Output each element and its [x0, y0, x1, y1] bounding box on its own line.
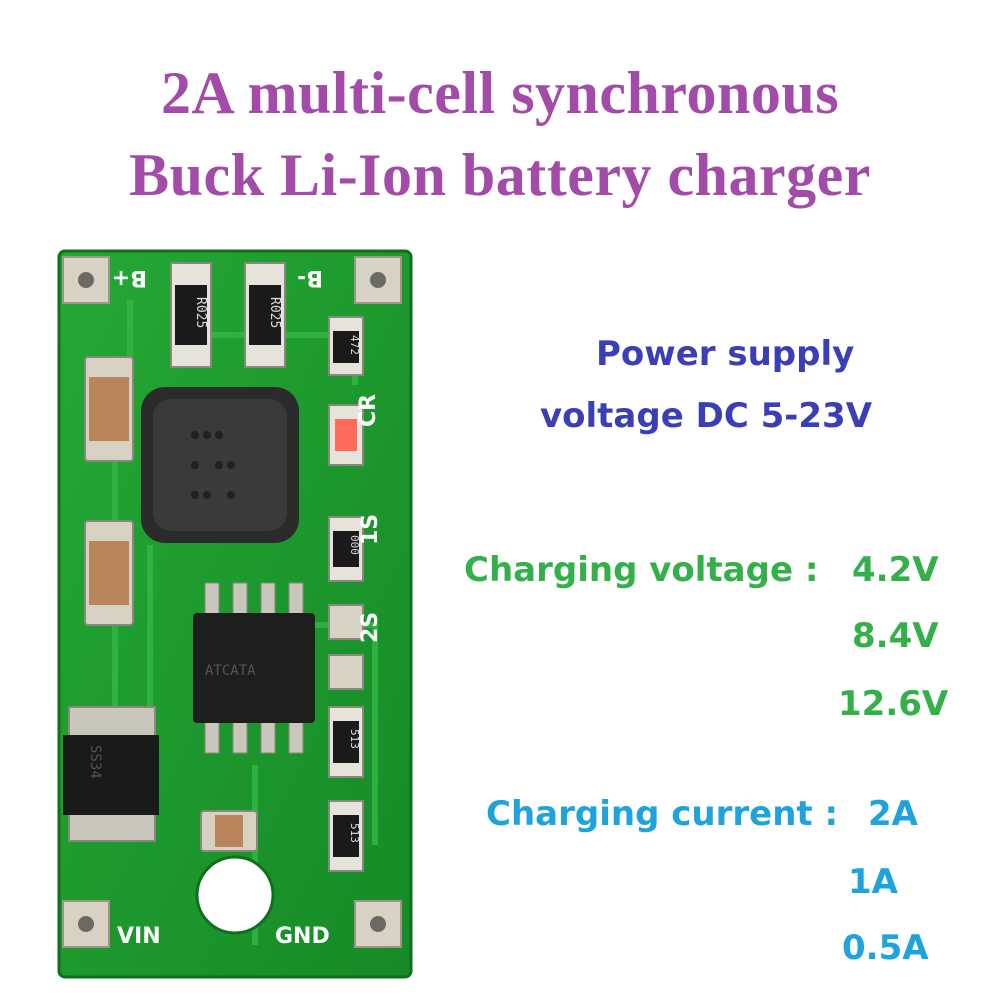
voltage-value-3: 12.6V	[838, 684, 949, 724]
resistor-513-a: 513	[328, 706, 364, 778]
resistor-r025-b: R025	[244, 262, 286, 368]
svg-text:513: 513	[348, 729, 361, 749]
svg-text:R025: R025	[267, 297, 282, 328]
diode-marking: SS34	[87, 745, 103, 779]
ic-marking: ATCATA	[205, 663, 256, 679]
resistor-r025-a: R025	[170, 262, 212, 368]
led-indicator	[328, 404, 364, 466]
pin-label-gnd: GND	[275, 924, 330, 949]
capacitor-middle	[84, 520, 134, 626]
controller-ic: ATCATA	[193, 582, 315, 754]
current-value-1: 2A	[868, 794, 918, 834]
mounting-hole	[195, 855, 275, 935]
label-cr: CR	[356, 394, 381, 427]
voltage-label: Charging voltage :	[464, 550, 819, 590]
supply-line-1: Power supply	[596, 334, 855, 374]
svg-text:513: 513	[348, 823, 361, 843]
svg-text:R025: R025	[193, 297, 208, 328]
pin-label-vin: VIN	[117, 924, 161, 949]
pin-label-b-plus: B+	[112, 265, 147, 290]
corner-pads	[62, 256, 402, 948]
label-1s: 1S	[358, 514, 383, 545]
resistor-513-b: 513	[328, 800, 364, 872]
schottky-diode: SS34	[63, 706, 159, 842]
current-label: Charging current :	[486, 794, 839, 834]
pin-label-b-minus: B-	[297, 265, 323, 290]
charger-board-photo: B+ B- VIN GND R025 R025 472 CR 000 1S 2S…	[57, 249, 413, 979]
svg-text:000: 000	[348, 535, 361, 555]
current-value-2: 1A	[848, 862, 898, 902]
title-line-1: 2A multi-cell synchronous	[160, 60, 840, 126]
supply-line-2: voltage DC 5-23V	[540, 396, 873, 436]
capacitor-bottom	[200, 810, 258, 852]
svg-text:472: 472	[348, 335, 361, 355]
capacitor-top	[84, 356, 134, 462]
voltage-value-1: 4.2V	[852, 550, 939, 590]
resistor-000: 000	[328, 516, 364, 582]
current-value-3: 0.5A	[842, 928, 929, 968]
solder-jumper-2s	[328, 604, 364, 690]
resistor-472: 472	[328, 316, 364, 376]
voltage-value-2: 8.4V	[852, 616, 939, 656]
label-2s: 2S	[358, 612, 383, 643]
title-line-2: Buck Li-Ion battery charger	[129, 142, 871, 208]
inductor	[141, 387, 299, 543]
